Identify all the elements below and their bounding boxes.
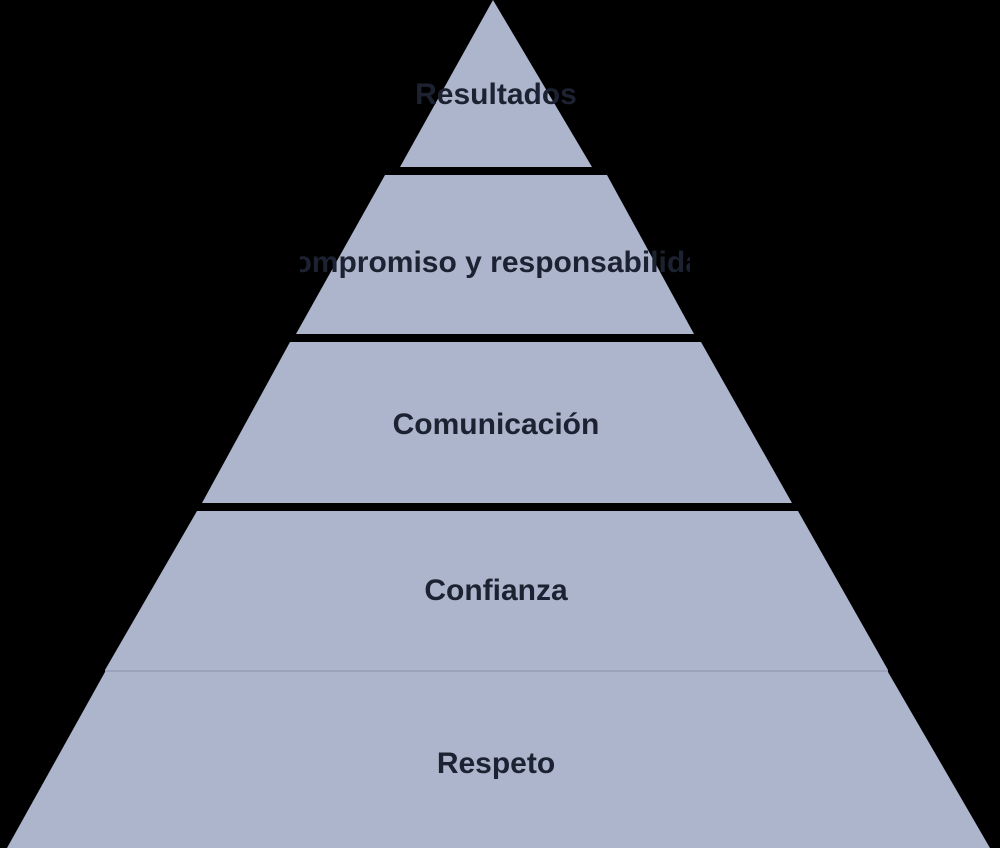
tier-label-compromiso: Compromiso y responsabilidad xyxy=(272,246,720,279)
tier-label-confianza: Confianza xyxy=(424,574,568,607)
tier-label-comunicacion: Comunicación xyxy=(393,408,600,441)
pyramid-tier-3 xyxy=(202,342,792,503)
tier-label-respeto: Respeto xyxy=(437,747,555,780)
pyramid-tier-4 xyxy=(105,511,888,670)
pyramid-tier-top xyxy=(400,0,592,167)
pyramid-tier-base xyxy=(7,672,990,848)
tier-label-resultados: Resultados xyxy=(415,78,577,111)
pyramid-tier-2 xyxy=(296,175,694,334)
